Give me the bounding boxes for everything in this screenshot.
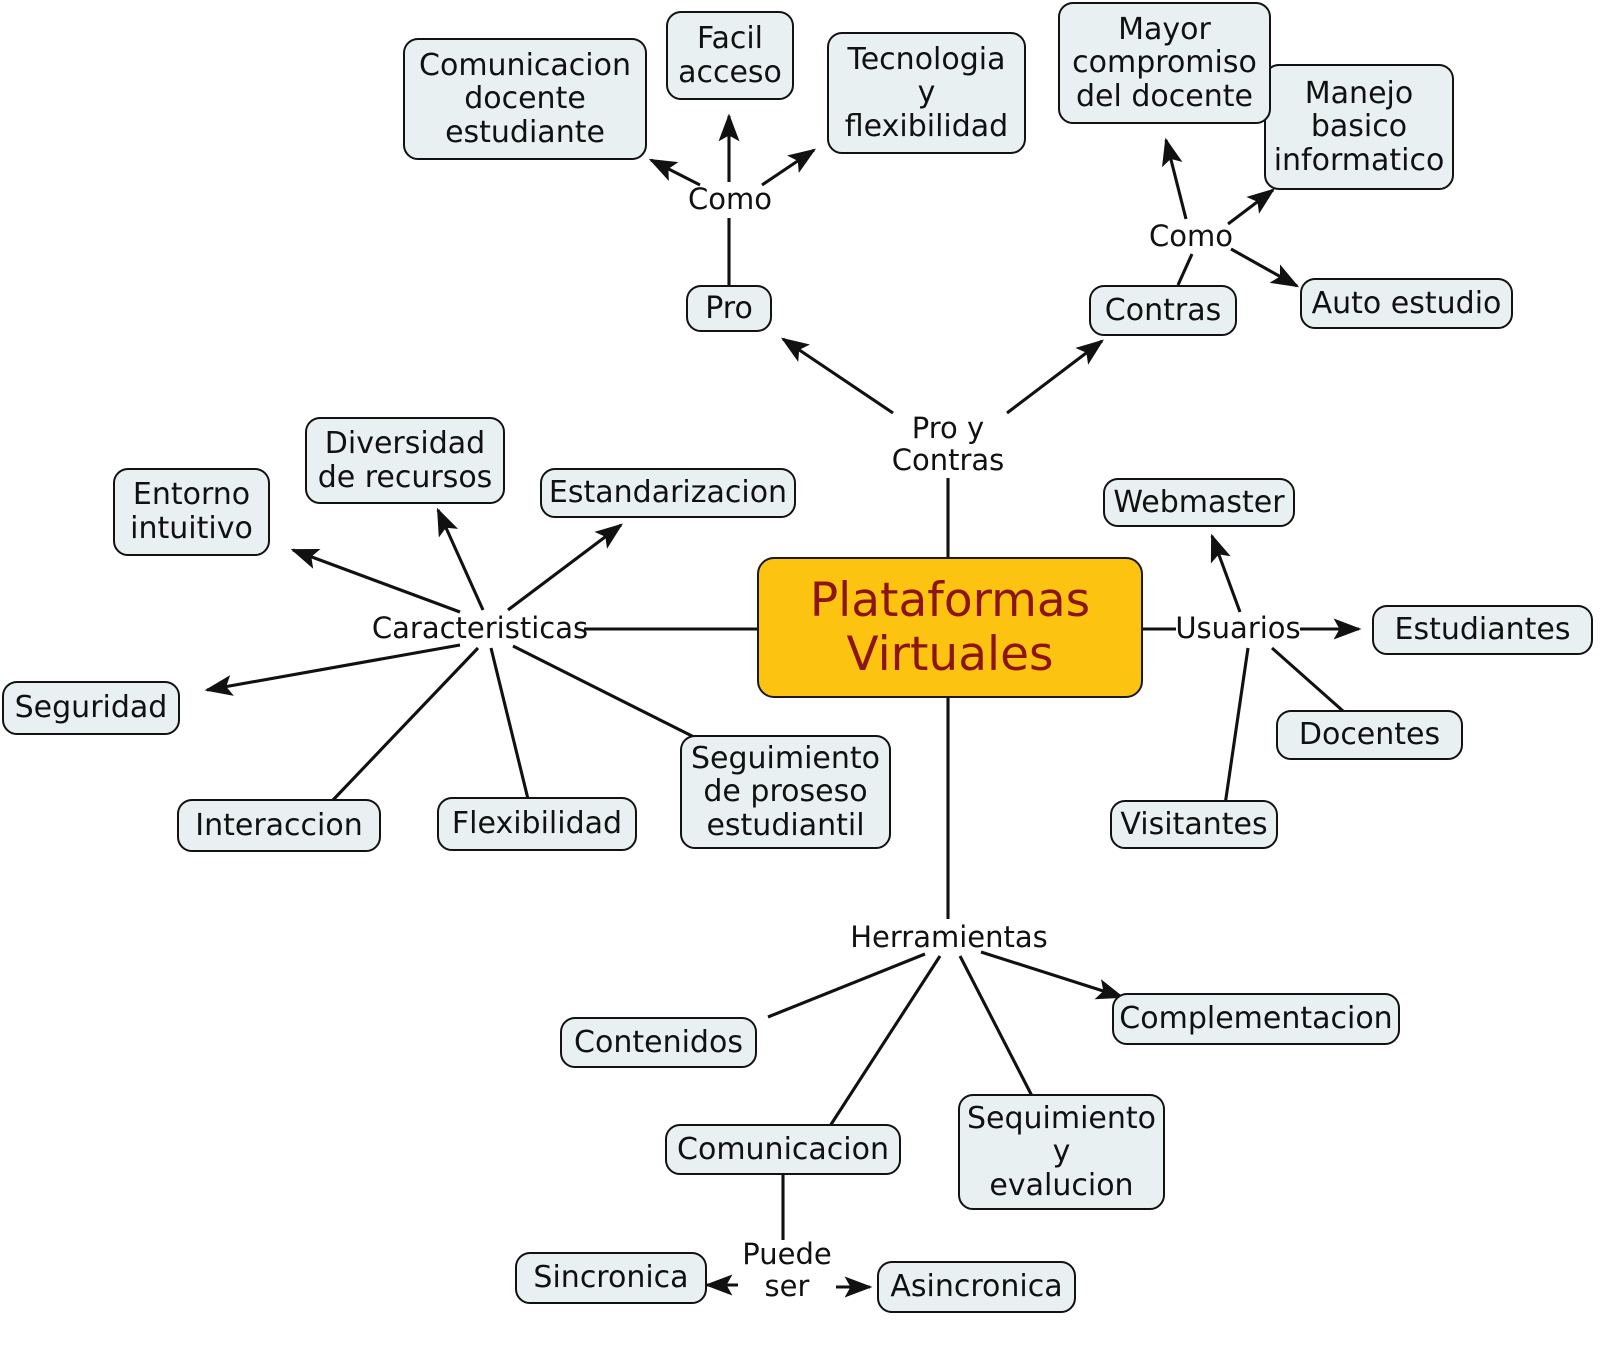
node-flexibilidad[interactable]: Flexibilidad	[437, 797, 637, 851]
link-label-herramientas: Herramientas	[850, 920, 1048, 955]
node-contras[interactable]: Contras	[1089, 285, 1237, 336]
edge-herramientas-to-complementacion	[980, 950, 1125, 1000]
node-seguridad[interactable]: Seguridad	[2, 681, 180, 735]
node-asincronica[interactable]: Asincronica	[877, 1261, 1076, 1313]
edge-herramientas-to-sequimiento-y-evalucion	[958, 955, 1034, 1097]
node-visitantes[interactable]: Visitantes	[1110, 800, 1278, 849]
edge-caracteristicas-to-interaccion	[331, 646, 480, 802]
node-complementacion[interactable]: Complementacion	[1112, 993, 1400, 1045]
node-contenidos[interactable]: Contenidos	[560, 1017, 757, 1068]
link-label-pro-y-contras: Pro y Contras	[891, 411, 1005, 477]
link-label-caracteristicas: Caracteristicas	[371, 611, 589, 646]
link-label-como-contras: Como	[1149, 219, 1233, 254]
link-label-puede-ser: Puede ser	[742, 1237, 832, 1303]
node-comunicacion-docente-estudiante[interactable]: Comunicacion docente estudiante	[403, 38, 647, 160]
edge-herramientas-to-comunicacion	[828, 955, 942, 1127]
node-pro[interactable]: Pro	[686, 285, 772, 332]
node-sincronica[interactable]: Sincronica	[515, 1252, 707, 1304]
node-entorno-intuitivo[interactable]: Entorno intuitivo	[113, 468, 270, 556]
edge-como-to-auto-estudio	[1230, 247, 1300, 288]
node-manejo-basico-informatico[interactable]: Manejo basico informatico	[1264, 64, 1454, 190]
node-auto-estudio[interactable]: Auto estudio	[1300, 278, 1513, 329]
node-webmaster[interactable]: Webmaster	[1103, 478, 1295, 527]
node-estudiantes[interactable]: Estudiantes	[1372, 605, 1593, 655]
node-tecnologia-y-flexibilidad[interactable]: Tecnologia y flexibilidad	[827, 32, 1026, 154]
node-seguimiento-de-proseso-estudiantil[interactable]: Seguimiento de proseso estudiantil	[680, 735, 891, 849]
node-comunicacion[interactable]: Comunicacion	[665, 1124, 901, 1175]
edge-caracteristicas-to-diversidad-de-recursos	[436, 507, 485, 611]
edge-herramientas-to-contenidos	[767, 952, 926, 1019]
node-mayor-compromiso-del-docente[interactable]: Mayor compromiso del docente	[1058, 2, 1271, 124]
edge-caracteristicas-to-entorno-intuitivo	[290, 548, 461, 614]
edge-como-to-mayor-compromiso	[1162, 137, 1188, 220]
node-plataformas-virtuales[interactable]: Plataformas Virtuales	[757, 557, 1143, 698]
edge-contras-to-como	[1176, 253, 1194, 286]
edge-pro-y-contras-to-pro	[780, 337, 894, 415]
edge-caracteristicas-to-flexibilidad	[489, 647, 530, 800]
node-interaccion[interactable]: Interaccion	[177, 799, 381, 852]
edge-usuarios-to-docentes	[1270, 646, 1354, 721]
link-label-como-pro: Como	[688, 182, 772, 217]
edge-caracteristicas-to-estandarizacion	[507, 523, 623, 612]
node-sequimiento-y-evalucion[interactable]: Sequimiento y evalucion	[958, 1094, 1165, 1210]
link-label-usuarios: Usuarios	[1175, 611, 1301, 646]
edge-pro-y-contras-to-contras	[1006, 339, 1104, 415]
node-facil-acceso[interactable]: Facil acceso	[666, 11, 794, 100]
edge-caracteristicas-to-seguimiento-proseso	[512, 644, 697, 740]
edge-como-to-tecnologia-y-flexibilidad	[761, 148, 817, 187]
edge-caracteristicas-to-seguridad	[204, 643, 461, 696]
node-estandarizacion[interactable]: Estandarizacion	[540, 468, 796, 518]
edge-usuarios-to-visitantes	[1223, 647, 1250, 806]
node-docentes[interactable]: Docentes	[1276, 710, 1463, 760]
edge-usuarios-to-webmaster	[1210, 533, 1242, 613]
node-diversidad-de-recursos[interactable]: Diversidad de recursos	[305, 417, 505, 504]
